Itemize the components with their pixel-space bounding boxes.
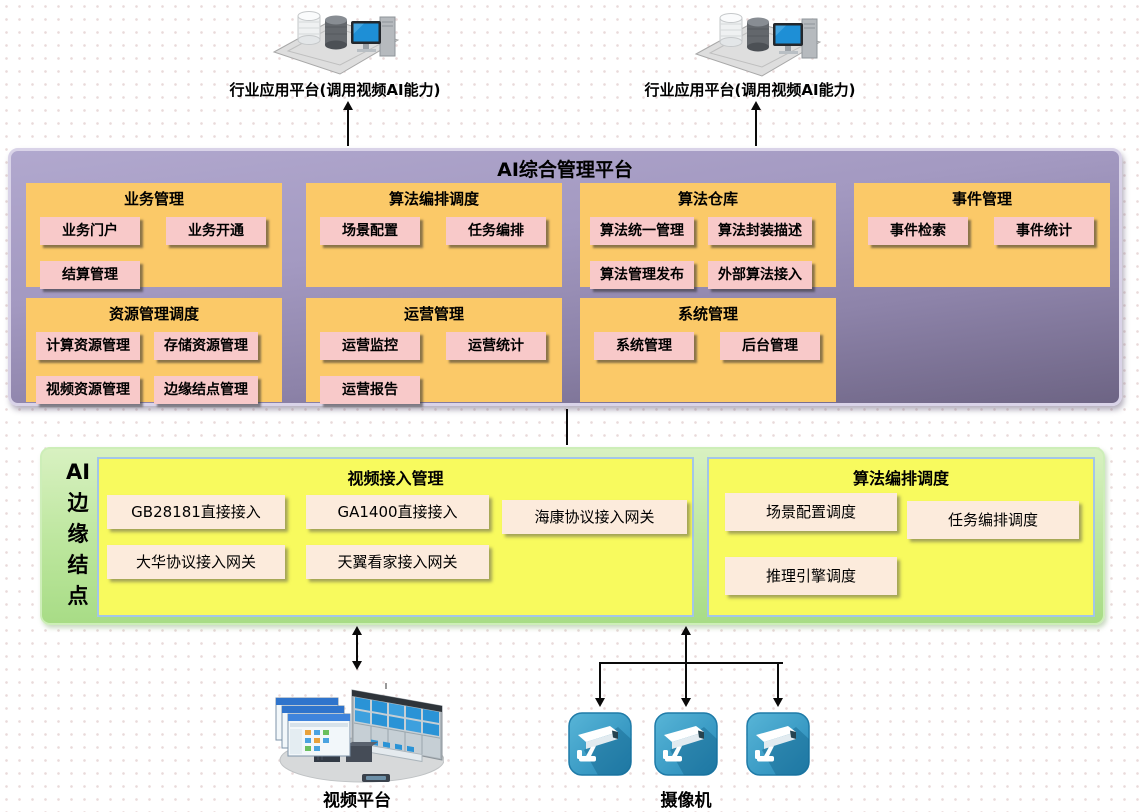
module-title: 运营管理 [403, 305, 464, 323]
section-video-access: 视频接入管理 GB28181直接接入 GA1400直接接入 海康协议接入网关 大… [97, 457, 694, 617]
module-title: 资源管理调度 [108, 305, 199, 323]
module-algorithm-orchestration: 算法编排调度 场景配置 任务编排 [306, 183, 562, 287]
module-operation-management: 运营管理 运营监控 运营统计 运营报告 [306, 298, 562, 404]
function-item: 场景配置调度 [725, 493, 897, 531]
function-item: 任务编排 [446, 217, 546, 245]
edge-label-char: AI [65, 460, 91, 484]
ai-management-platform-panel: AI综合管理平台 业务管理 业务门户 业务开通 结算管理 算法编排调度 场景配置… [8, 148, 1122, 406]
function-item: 业务开通 [166, 217, 266, 245]
function-item: 运营监控 [320, 332, 420, 360]
arrow-down-to-camera [681, 663, 691, 707]
camera-icon [568, 712, 632, 776]
ai-edge-node-panel: AI 边 缘 结 点 视频接入管理 GB28181直接接入 GA1400直接接入… [40, 447, 1105, 625]
function-item: 天翼看家接入网关 [306, 545, 489, 579]
function-item: GB28181直接接入 [107, 495, 285, 529]
function-item: 业务门户 [40, 217, 140, 245]
camera-icon [746, 712, 810, 776]
function-item: 事件检索 [868, 217, 968, 245]
function-item: 场景配置 [320, 217, 420, 245]
module-items: 运营监控 运营统计 运营报告 [306, 332, 562, 404]
video-platform-icon [275, 683, 444, 783]
function-item: 系统管理 [594, 332, 694, 360]
function-item: 后台管理 [720, 332, 820, 360]
module-title: 算法仓库 [677, 190, 738, 208]
arrow-up-to-edge-node [681, 626, 691, 664]
module-items: 系统管理 后台管理 [580, 332, 836, 360]
function-item: 边缘结点管理 [154, 376, 258, 404]
function-item: 结算管理 [40, 261, 140, 289]
module-items: 计算资源管理 存储资源管理 视频资源管理 边缘结点管理 [26, 332, 282, 404]
server-platform-icon [694, 13, 822, 77]
module-items: 业务门户 业务开通 结算管理 [26, 217, 282, 289]
industry-platform-label-left: 行业应用平台(调用视频AI能力) [229, 81, 441, 99]
industry-platform-label-right: 行业应用平台(调用视频AI能力) [644, 81, 856, 99]
function-item: 推理引擎调度 [725, 557, 897, 595]
camera-icon [654, 712, 718, 776]
video-platform-label: 视频平台 [323, 791, 391, 811]
function-item: 算法统一管理 [590, 217, 694, 245]
section-title: 视频接入管理 [347, 469, 444, 488]
arrow-up-to-left-platform [343, 101, 353, 146]
function-item: 计算资源管理 [36, 332, 140, 360]
camera-branch-line [599, 662, 783, 664]
edge-label-char: 边 [67, 491, 89, 515]
function-item: 事件统计 [994, 217, 1094, 245]
module-items: 事件检索 事件统计 [854, 217, 1110, 245]
function-item: 运营统计 [446, 332, 546, 360]
module-items: 场景配置 任务编排 [306, 217, 562, 245]
module-system-management: 系统管理 系统管理 后台管理 [580, 298, 836, 402]
section-algorithm-orchestration: 算法编排调度 场景配置调度 任务编排调度 推理引擎调度 [707, 457, 1095, 617]
function-item: GA1400直接接入 [306, 495, 489, 529]
function-item: 算法管理发布 [590, 261, 694, 289]
module-items: 算法统一管理 算法封装描述 算法管理发布 外部算法接入 [580, 217, 836, 289]
panel-title: AI综合管理平台 [497, 159, 633, 181]
camera-label: 摄像机 [660, 791, 712, 811]
edge-label-char: 缘 [67, 522, 89, 546]
module-title: 业务管理 [123, 190, 184, 208]
module-algorithm-warehouse: 算法仓库 算法统一管理 算法封装描述 算法管理发布 外部算法接入 [580, 183, 836, 289]
edge-node-label: AI 边 缘 结 点 [56, 457, 100, 612]
function-item: 外部算法接入 [708, 261, 812, 289]
bidirectional-arrow-video-platform [352, 626, 362, 670]
edge-label-char: 结 [67, 553, 89, 577]
module-event-management: 事件管理 事件检索 事件统计 [854, 183, 1110, 287]
arrow-down-to-camera [773, 663, 783, 707]
function-item: 存储资源管理 [154, 332, 258, 360]
arrow-down-to-camera [595, 663, 605, 707]
module-title: 事件管理 [951, 190, 1012, 208]
function-item: 视频资源管理 [36, 376, 140, 404]
section-title: 算法编排调度 [852, 469, 949, 488]
edge-label-char: 点 [67, 584, 89, 608]
function-item: 任务编排调度 [907, 501, 1079, 539]
module-title: 算法编排调度 [388, 190, 479, 208]
function-item: 海康协议接入网关 [502, 500, 687, 534]
function-item: 大华协议接入网关 [107, 545, 285, 579]
module-title: 系统管理 [677, 305, 738, 323]
server-platform-icon [272, 11, 400, 75]
module-business-management: 业务管理 业务门户 业务开通 结算管理 [26, 183, 282, 289]
connector-platform-to-edge [566, 409, 568, 445]
arrow-up-to-right-platform [751, 101, 761, 146]
function-item: 运营报告 [320, 376, 420, 404]
function-item: 算法封装描述 [708, 217, 812, 245]
module-resource-management: 资源管理调度 计算资源管理 存储资源管理 视频资源管理 边缘结点管理 [26, 298, 282, 404]
